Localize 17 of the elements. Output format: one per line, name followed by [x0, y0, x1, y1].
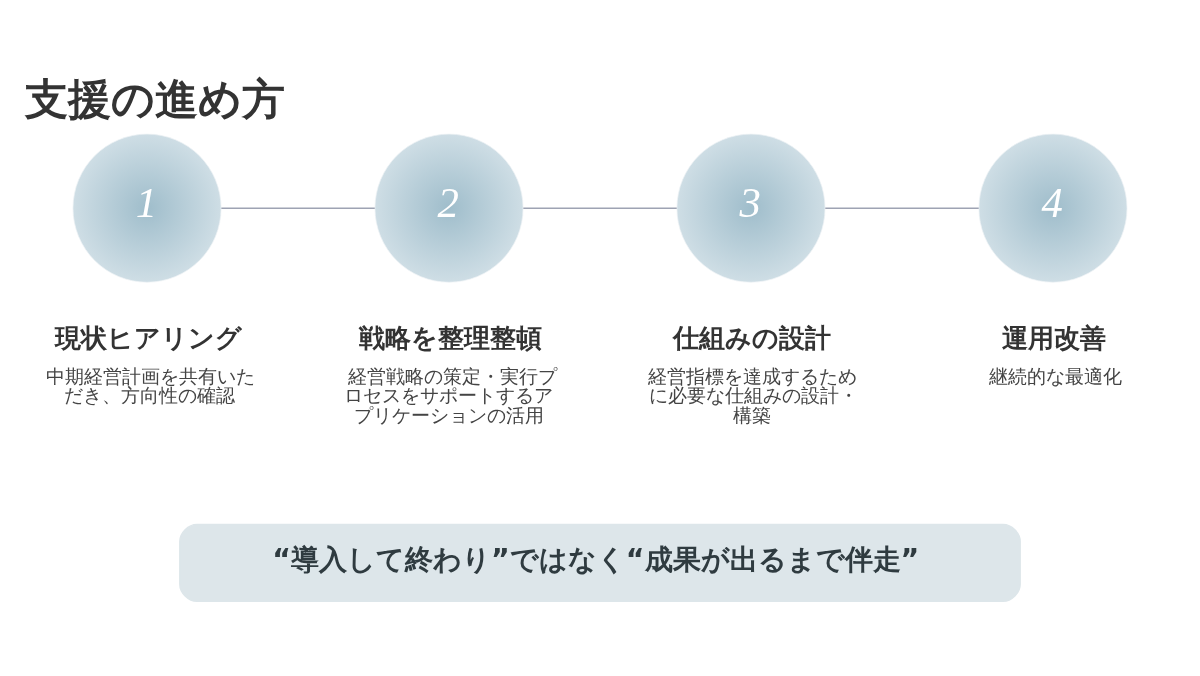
node-label: 仕組みの設計	[673, 322, 832, 353]
node-label: 現状ヒアリング	[55, 322, 243, 353]
node-label: 継続的な最適化	[988, 365, 1122, 387]
node-circle: 1	[72, 133, 222, 283]
connector	[522, 206, 678, 209]
connector	[220, 206, 376, 209]
node-label: 中期経営計画を共有いただき、方向性の確認	[45, 365, 255, 406]
connector	[824, 206, 980, 209]
node-circle: 3	[676, 133, 826, 283]
node-circle: 4	[978, 133, 1128, 283]
node-circle: 2	[374, 133, 524, 283]
node-label: 運用改善	[1001, 322, 1106, 353]
node-label: 経営戦略の策定・実行プロセスをサポートするアプリケーションの活用	[343, 365, 557, 426]
node-box: “導入して終わり”ではなく“成果が出るまで伴走”	[179, 523, 1021, 602]
node-label: 戦略を整理整頓	[358, 322, 542, 353]
node-label: 経営指標を達成するために必要な仕組みの設計・構築	[648, 365, 859, 426]
diagram-title: 支援の進め方	[25, 73, 286, 124]
